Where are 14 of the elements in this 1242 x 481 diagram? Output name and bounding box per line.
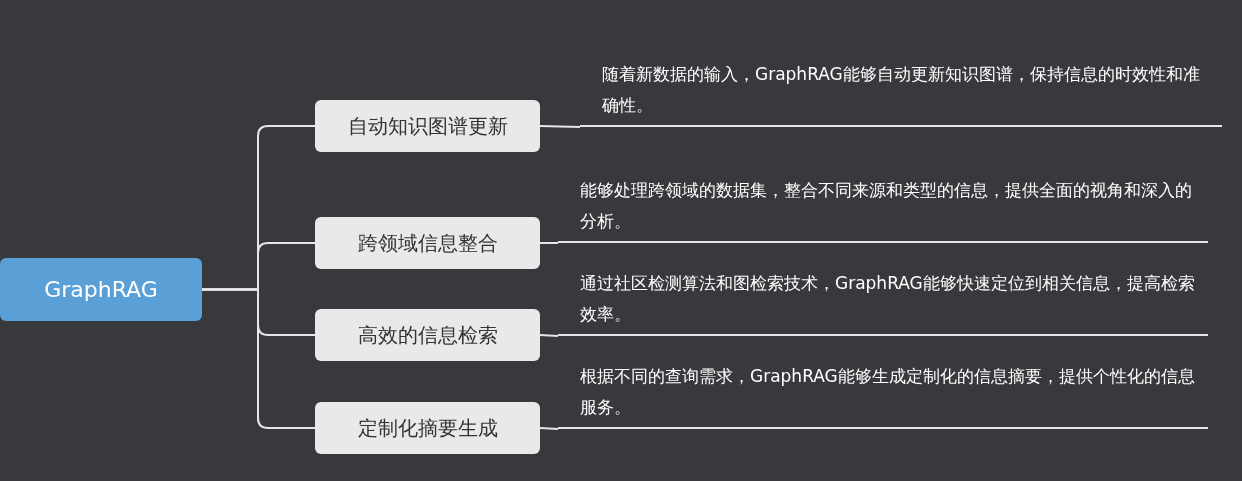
connector-line	[539, 125, 581, 128]
root-topic: GraphRAG	[0, 258, 202, 321]
connector-line	[539, 427, 559, 430]
description-text: 根据不同的查询需求，GraphRAG能够生成定制化的信息摘要，提供个性化的信息服务。	[558, 358, 1208, 429]
connector-line	[539, 242, 559, 244]
topic-box: 定制化摘要生成	[315, 402, 540, 454]
topic-box: 自动知识图谱更新	[315, 100, 540, 152]
connector-line	[201, 288, 316, 429]
topic-box: 跨领域信息整合	[315, 217, 540, 269]
description-text: 通过社区检测算法和图检索技术，GraphRAG能够快速定位到相关信息，提高检索效率。	[558, 265, 1208, 336]
connector-line	[539, 334, 559, 337]
description-text: 随着新数据的输入，GraphRAG能够自动更新知识图谱，保持信息的时效性和准确性。	[580, 56, 1222, 127]
topic-box: 高效的信息检索	[315, 309, 540, 361]
description-text: 能够处理跨领域的数据集，整合不同来源和类型的信息，提供全面的视角和深入的分析。	[558, 172, 1208, 243]
